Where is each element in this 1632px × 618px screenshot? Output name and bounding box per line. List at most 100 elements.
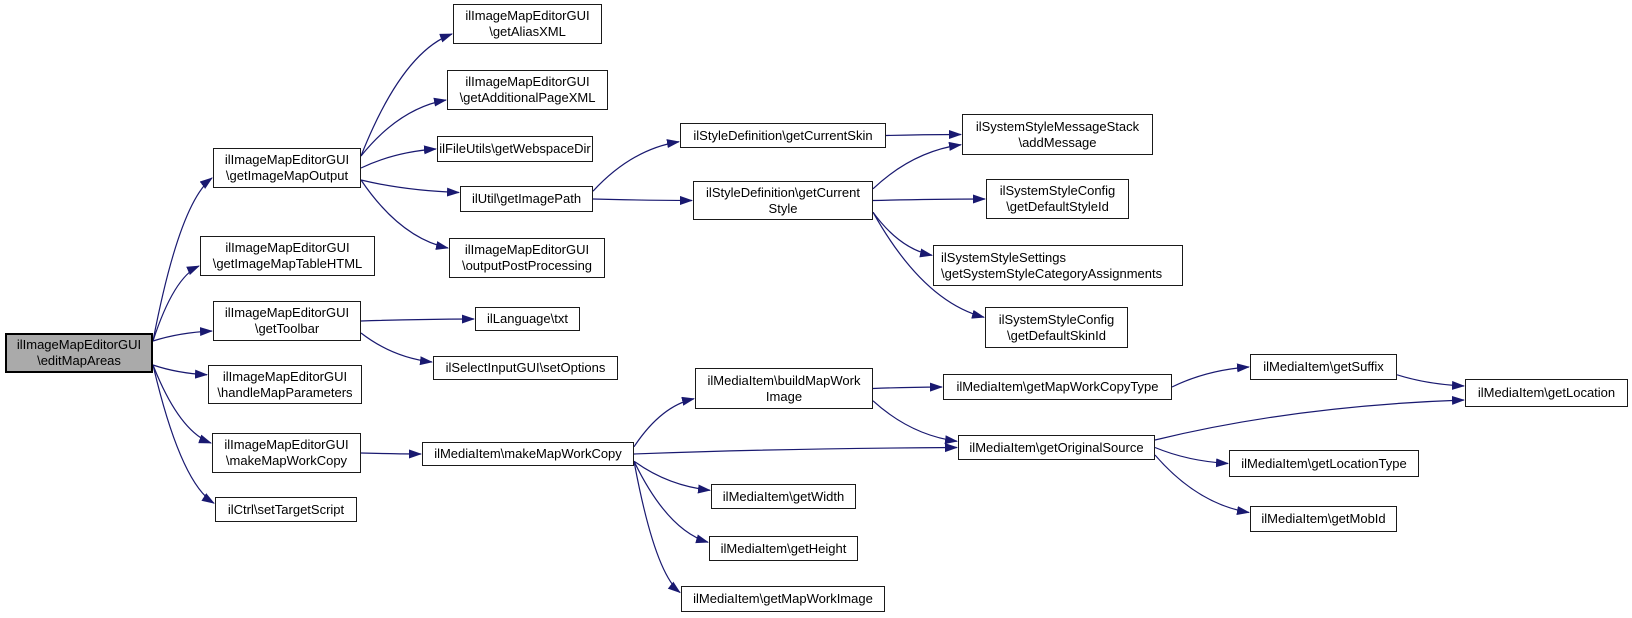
node-label-line: ilSystemStyleConfig bbox=[999, 183, 1116, 199]
graph-node-getMapWorkImage[interactable]: ilMediaItem\getMapWorkImage bbox=[681, 586, 885, 612]
graph-node-getDefaultSkinId[interactable]: ilSystemStyleConfig\getDefaultSkinId bbox=[985, 307, 1128, 348]
edge-editMapAreas-getImageMapTableHTML bbox=[152, 265, 200, 342]
graph-node-getImageMapOutput[interactable]: ilImageMapEditorGUI\getImageMapOutput bbox=[213, 148, 361, 188]
edge-getCurrentSkin-addMessage bbox=[885, 130, 962, 140]
edge-getCurrentStyle-getSystemStyleCategoryAssignments bbox=[872, 211, 933, 258]
graph-node-setOptions[interactable]: ilSelectInputGUI\setOptions bbox=[433, 356, 618, 380]
node-label-line: ilMediaItem\makeMapWorkCopy bbox=[434, 446, 622, 462]
edge-getOriginalSource-getLocation bbox=[1154, 395, 1465, 441]
graph-node-makeMapWorkCopyGUI[interactable]: ilImageMapEditorGUI\makeMapWorkCopy bbox=[212, 433, 361, 473]
graph-node-getWebspaceDir[interactable]: ilFileUtils\getWebspaceDir bbox=[437, 136, 593, 162]
node-label-line: ilLanguage\txt bbox=[487, 311, 568, 327]
graph-node-getOriginalSource[interactable]: ilMediaItem\getOriginalSource bbox=[958, 435, 1155, 460]
edge-makeMapWorkCopyMedia-getOriginalSource bbox=[633, 443, 958, 455]
node-label-line: ilFileUtils\getWebspaceDir bbox=[439, 141, 591, 157]
node-label-line: ilMediaItem\getSuffix bbox=[1263, 359, 1384, 375]
node-label-line: ilStyleDefinition\getCurrent bbox=[706, 184, 860, 200]
node-label-line: \outputPostProcessing bbox=[461, 258, 593, 273]
graph-node-getMapWorkCopyType[interactable]: ilMediaItem\getMapWorkCopyType bbox=[943, 374, 1172, 400]
graph-node-getWidth[interactable]: ilMediaItem\getWidth bbox=[711, 484, 856, 509]
edge-buildMapWorkImage-getMapWorkCopyType bbox=[872, 382, 943, 392]
node-label-line: ilMediaItem\getMapWorkImage bbox=[693, 591, 873, 607]
node-label-line: \getImageMapOutput bbox=[225, 168, 349, 183]
node-label-line: Style bbox=[768, 200, 798, 216]
node-label-line: ilImageMapEditorGUI bbox=[224, 437, 349, 453]
node-label-line: \makeMapWorkCopy bbox=[225, 453, 348, 468]
edge-getCurrentStyle-getDefaultSkinId bbox=[872, 211, 985, 319]
graph-node-makeMapWorkCopyMedia[interactable]: ilMediaItem\makeMapWorkCopy bbox=[422, 442, 634, 466]
edge-getImagePath-getCurrentSkin bbox=[592, 139, 680, 192]
edge-editMapAreas-handleMapParameters bbox=[152, 364, 208, 379]
node-label-line: ilImageMapEditorGUI bbox=[16, 337, 142, 353]
edge-makeMapWorkCopyMedia-getMapWorkImage bbox=[633, 461, 681, 594]
node-label-line: \addMessage bbox=[1018, 134, 1097, 150]
edge-getImageMapOutput-outputPostProcessing bbox=[360, 179, 449, 250]
edge-editMapAreas-makeMapWorkCopyGUI bbox=[152, 364, 212, 444]
edge-makeMapWorkCopyMedia-getHeight bbox=[633, 460, 709, 544]
graph-node-getHeight[interactable]: ilMediaItem\getHeight bbox=[709, 536, 858, 561]
graph-node-editMapAreas: ilImageMapEditorGUI\editMapAreas bbox=[5, 333, 153, 373]
graph-node-getSuffix[interactable]: ilMediaItem\getSuffix bbox=[1250, 354, 1397, 380]
node-label-line: ilMediaItem\getOriginalSource bbox=[969, 439, 1144, 455]
edge-getToolbar-txt bbox=[360, 314, 475, 324]
edge-getImagePath-getCurrentStyle bbox=[592, 195, 693, 205]
node-label-line: ilSystemStyleConfig bbox=[998, 311, 1115, 327]
node-label-line: ilImageMapEditorGUI bbox=[222, 368, 348, 384]
node-label-line: \getSystemStyleCategoryAssignments bbox=[941, 265, 1163, 281]
node-label-line: ilStyleDefinition\getCurrentSkin bbox=[693, 127, 873, 143]
node-label-line: ilMediaItem\getWidth bbox=[722, 488, 845, 504]
graph-node-handleMapParameters[interactable]: ilImageMapEditorGUI\handleMapParameters bbox=[208, 365, 362, 404]
edge-editMapAreas-setTargetScript bbox=[152, 364, 215, 504]
graph-node-getLocation[interactable]: ilMediaItem\getLocation bbox=[1465, 379, 1628, 407]
node-label-line: Image bbox=[765, 388, 803, 404]
edge-getCurrentStyle-getDefaultStyleId bbox=[872, 194, 986, 204]
node-label-line: \getToolbar bbox=[254, 321, 320, 336]
node-label-line: ilImageMapEditorGUI bbox=[464, 242, 590, 258]
graph-node-getImagePath[interactable]: ilUtil\getImagePath bbox=[460, 186, 593, 212]
graph-node-getAdditionalPageXML[interactable]: ilImageMapEditorGUI\getAdditionalPageXML bbox=[447, 70, 608, 110]
graph-node-getLocationType[interactable]: ilMediaItem\getLocationType bbox=[1229, 450, 1419, 477]
graph-node-getMobId[interactable]: ilMediaItem\getMobId bbox=[1250, 506, 1397, 532]
node-label-line: ilSystemStyleSettings bbox=[941, 249, 1066, 265]
edge-getSuffix-getLocation bbox=[1396, 374, 1465, 390]
node-label-line: ilImageMapEditorGUI bbox=[465, 8, 590, 24]
node-label-line: ilMediaItem\getMobId bbox=[1261, 511, 1386, 527]
graph-node-getSystemStyleCategoryAssignments[interactable]: ilSystemStyleSettings\getSystemStyleCate… bbox=[933, 245, 1183, 286]
graph-node-addMessage[interactable]: ilSystemStyleMessageStack\addMessage bbox=[962, 114, 1153, 155]
node-label-line: ilSelectInputGUI\setOptions bbox=[445, 360, 606, 376]
node-label-line: \getImageMapTableHTML bbox=[212, 256, 363, 271]
node-label-line: ilCtrl\setTargetScript bbox=[227, 501, 345, 517]
node-label-line: \editMapAreas bbox=[37, 353, 121, 368]
graph-node-outputPostProcessing[interactable]: ilImageMapEditorGUI\outputPostProcessing bbox=[449, 238, 605, 278]
node-label-line: ilMediaItem\buildMapWork bbox=[707, 372, 861, 388]
graph-node-setTargetScript[interactable]: ilCtrl\setTargetScript bbox=[215, 497, 357, 522]
node-label-line: \getDefaultSkinId bbox=[1006, 327, 1106, 343]
node-label-line: \getDefaultStyleId bbox=[1006, 199, 1109, 214]
edge-getMapWorkCopyType-getSuffix bbox=[1171, 363, 1250, 388]
node-label-line: \getAdditionalPageXML bbox=[459, 90, 596, 105]
node-label-line: \handleMapParameters bbox=[217, 384, 353, 400]
edge-makeMapWorkCopyGUI-makeMapWorkCopyMedia bbox=[360, 449, 422, 459]
graph-node-getDefaultStyleId[interactable]: ilSystemStyleConfig\getDefaultStyleId bbox=[986, 179, 1129, 219]
node-label-line: ilMediaItem\getLocationType bbox=[1241, 455, 1407, 471]
graph-node-getAliasXML[interactable]: ilImageMapEditorGUI\getAliasXML bbox=[453, 4, 602, 44]
edge-getCurrentStyle-addMessage bbox=[872, 141, 962, 190]
node-label-line: ilImageMapEditorGUI bbox=[225, 240, 350, 256]
edge-buildMapWorkImage-getOriginalSource bbox=[872, 400, 958, 445]
edge-getOriginalSource-getLocationType bbox=[1154, 446, 1229, 468]
edge-editMapAreas-getImageMapOutput bbox=[152, 177, 213, 342]
graph-node-txt[interactable]: ilLanguage\txt bbox=[475, 307, 580, 331]
edge-getImageMapOutput-getAliasXML bbox=[360, 33, 453, 157]
node-label-line: ilUtil\getImagePath bbox=[471, 191, 582, 207]
node-label-line: \getAliasXML bbox=[489, 24, 566, 39]
node-label-line: ilMediaItem\getLocation bbox=[1477, 385, 1616, 401]
edge-getImageMapOutput-getImagePath bbox=[360, 179, 460, 197]
graph-node-getImageMapTableHTML[interactable]: ilImageMapEditorGUI\getImageMapTableHTML bbox=[200, 236, 375, 276]
node-label-line: ilImageMapEditorGUI bbox=[224, 305, 350, 321]
graph-node-getToolbar[interactable]: ilImageMapEditorGUI\getToolbar bbox=[213, 301, 361, 341]
graph-node-getCurrentSkin[interactable]: ilStyleDefinition\getCurrentSkin bbox=[680, 123, 886, 148]
edge-getToolbar-setOptions bbox=[360, 332, 433, 366]
